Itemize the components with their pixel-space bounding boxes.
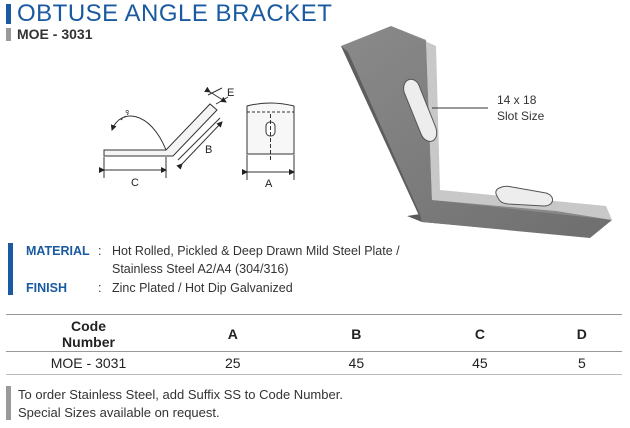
dim-label-a: A	[265, 178, 273, 190]
table-row: MOE - 3031 25 45 45 5	[6, 351, 622, 375]
product-code: MOE - 3031	[17, 26, 93, 42]
spec-material-row-2: Stainless Steel A2/A4 (304/316)	[26, 261, 289, 277]
table-top-rule	[6, 314, 622, 315]
spec-key-material: MATERIAL	[26, 244, 90, 258]
spec-material-value-1: Hot Rolled, Pickled & Deep Drawn Mild St…	[112, 244, 400, 258]
bracket-3d-image	[341, 26, 612, 238]
cell-a: 25	[171, 351, 295, 375]
angle-label: °	[125, 109, 129, 121]
spec-key-finish: FINISH	[26, 281, 67, 295]
spec-material-row: MATERIAL: Hot Rolled, Pickled & Deep Draw…	[26, 243, 400, 259]
spec-colon: :	[98, 281, 102, 295]
slot-size-caption: Slot Size	[497, 109, 545, 123]
note-special-sizes: Special Sizes available on request.	[18, 405, 220, 420]
slot-size-label: 14 x 18 Slot Size	[497, 92, 544, 124]
header-code-line: Code	[71, 317, 106, 334]
technical-drawing: ° E B C A	[99, 26, 612, 238]
cell-c: 45	[418, 351, 542, 375]
note-stainless: To order Stainless Steel, add Suffix SS …	[18, 387, 343, 402]
dim-label-e: E	[227, 87, 234, 99]
side-view-drawing	[99, 86, 229, 178]
header-a: A	[171, 316, 295, 352]
spec-material-value-2: Stainless Steel A2/A4 (304/316)	[112, 262, 289, 276]
header-b: B	[294, 316, 419, 352]
spec-accent-bar	[8, 243, 13, 295]
front-view-drawing	[242, 102, 295, 180]
spec-finish-value: Zinc Plated / Hot Dip Galvanized	[112, 281, 293, 295]
title-row: OBTUSE ANGLE BRACKET	[6, 2, 332, 26]
header-number-line: Number	[62, 333, 115, 350]
cell-d: 5	[541, 351, 622, 375]
dim-label-c: C	[131, 177, 139, 189]
header-d: D	[541, 316, 622, 352]
notes-accent-bar	[6, 386, 11, 420]
cell-code: MOE - 3031	[6, 351, 171, 375]
header-c: C	[418, 316, 542, 352]
spec-finish-row: FINISH: Zinc Plated / Hot Dip Galvanized	[26, 280, 293, 296]
subtitle-accent-bar	[6, 27, 11, 41]
title-accent-bar	[6, 4, 11, 24]
spec-colon: :	[98, 244, 102, 258]
slot-size-value: 14 x 18	[497, 93, 537, 107]
dim-label-b: B	[205, 144, 212, 156]
cell-b: 45	[294, 351, 419, 375]
page-title: OBTUSE ANGLE BRACKET	[17, 0, 333, 27]
subtitle-row: MOE - 3031	[6, 26, 92, 42]
